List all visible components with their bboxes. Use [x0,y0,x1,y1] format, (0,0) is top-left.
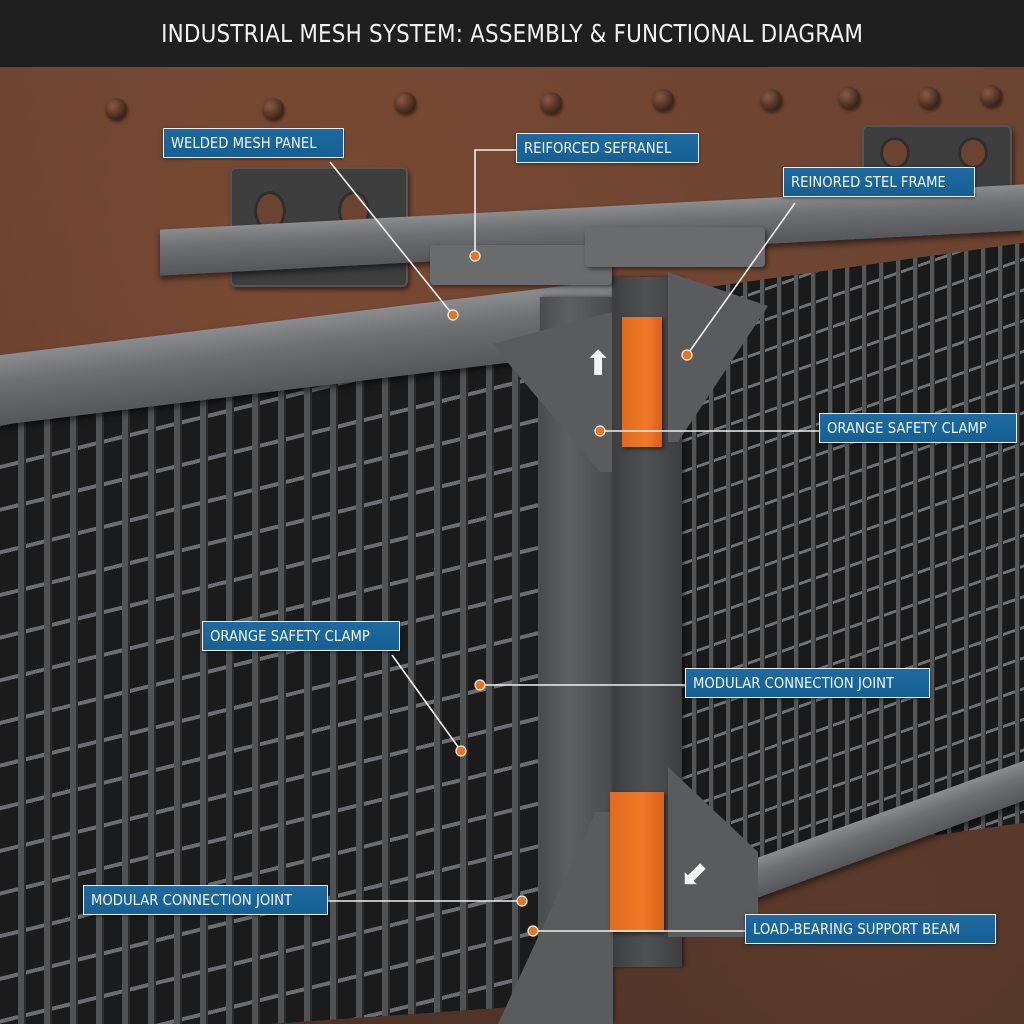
rivet-icon [760,89,782,111]
callout-text: MODULAR CONNECTION JOINT [693,674,895,692]
rivet-icon [394,92,416,114]
callout-load-bearing-support-beam: LOAD-BEARING SUPPORT BEAM [745,914,997,944]
callout-orange-safety-clamp-left: ORANGE SAFETY CLAMP [202,621,400,651]
top-cap-left [430,245,612,285]
down-left-arrow-icon: ⬋ [680,854,709,894]
callout-text: ORANGE SAFETY CLAMP [827,419,987,437]
callout-text: REIFORCED SEFRANEL [524,139,672,157]
left-mesh-panel [0,348,540,1024]
rivet-icon [105,98,127,120]
callout-text: MODULAR CONNECTION JOINT [91,891,293,909]
title-bar: INDUSTRIAL MESH SYSTEM: ASSEMBLY & FUNCT… [0,0,1024,67]
callout-modular-connection-joint-right: MODULAR CONNECTION JOINT [685,668,930,698]
rivet-icon [918,87,940,109]
rivet-icon [652,89,674,111]
mesh-system-illustration: ⬆ ⬋ [0,67,1024,1024]
orange-safety-clamp-upper [622,317,662,447]
rivet-icon [838,87,860,109]
top-cap-right [585,227,765,267]
callout-reinforced-panel: REIFORCED SEFRANEL [516,133,700,163]
callout-text: WELDED MESH PANEL [171,134,317,152]
diagram-title: INDUSTRIAL MESH SYSTEM: ASSEMBLY & FUNCT… [161,19,863,48]
callout-welded-mesh-panel: WELDED MESH PANEL [163,128,345,158]
callout-text: ORANGE SAFETY CLAMP [210,627,370,645]
callout-text: REINORED STEL FRAME [791,173,946,191]
callout-modular-connection-joint-left: MODULAR CONNECTION JOINT [83,885,328,915]
callout-text: LOAD-BEARING SUPPORT BEAM [753,920,960,938]
orange-safety-clamp-lower [610,792,664,932]
up-arrow-icon: ⬆ [584,344,613,384]
rivet-icon [262,98,284,120]
rivet-icon [980,85,1002,107]
callout-orange-safety-clamp-right: ORANGE SAFETY CLAMP [819,413,1017,443]
rivet-icon [540,92,562,114]
callout-reinforced-steel-frame: REINORED STEL FRAME [783,167,975,197]
